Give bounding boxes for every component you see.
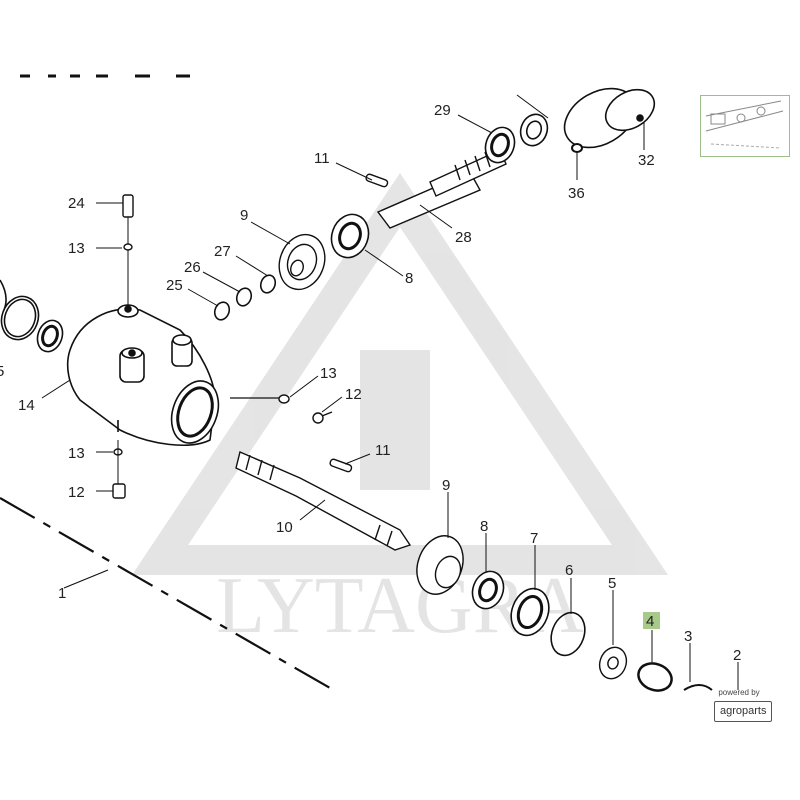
bevel-gear-lower <box>416 535 464 595</box>
callout-13-a[interactable]: 13 <box>68 240 85 257</box>
callout-9-lower[interactable]: 9 <box>442 477 450 494</box>
callouts: 29 32 11 36 24 9 28 13 27 26 8 25 14 5 1… <box>0 102 741 664</box>
shaft-upper <box>376 149 507 229</box>
left-fittings <box>112 194 134 499</box>
callout-27[interactable]: 27 <box>214 243 231 260</box>
callout-2[interactable]: 2 <box>733 647 741 664</box>
callout-14[interactable]: 14 <box>18 397 35 414</box>
callout-36[interactable]: 36 <box>568 185 585 202</box>
key-lower <box>329 458 353 473</box>
callout-3[interactable]: 3 <box>684 628 692 645</box>
middle-bolt <box>278 394 333 424</box>
callout-24[interactable]: 24 <box>68 195 85 212</box>
callout-29[interactable]: 29 <box>434 102 451 119</box>
watermark: LYTAGRA <box>131 172 669 650</box>
bearing-upper <box>330 213 370 259</box>
thumbnail-drawing <box>705 100 784 149</box>
callout-4-highlight[interactable]: 4 <box>643 612 660 630</box>
callout-1[interactable]: 1 <box>58 585 66 602</box>
bearing-lower <box>471 570 505 610</box>
callout-28[interactable]: 28 <box>455 229 472 246</box>
leader-lines <box>41 94 739 690</box>
seal-7 <box>510 587 550 637</box>
ring-3 <box>683 684 713 691</box>
callout-5[interactable]: 5 <box>608 575 616 592</box>
callout-26[interactable]: 26 <box>184 259 201 276</box>
washer-36 <box>571 143 583 153</box>
callout-8-lower[interactable]: 8 <box>480 518 488 535</box>
callout-7[interactable]: 7 <box>530 530 538 547</box>
bevel-gear-upper <box>278 233 326 291</box>
callout-11-lower[interactable]: 11 <box>375 442 391 459</box>
powered-by-label: powered by <box>718 688 760 697</box>
agroparts-badge[interactable]: agroparts <box>714 701 773 722</box>
nut <box>519 113 549 147</box>
callout-6[interactable]: 6 <box>565 562 573 579</box>
washers-upper <box>213 274 277 321</box>
callout-25[interactable]: 25 <box>166 277 183 294</box>
gearbox-housing <box>66 304 220 446</box>
callout-11-upper[interactable]: 11 <box>314 150 330 167</box>
overview-thumbnail[interactable] <box>700 95 790 157</box>
key-upper <box>365 173 389 188</box>
axis-line <box>0 497 331 689</box>
callout-8-upper[interactable]: 8 <box>405 270 413 287</box>
cover-32 <box>563 87 656 149</box>
callout-13-c[interactable]: 13 <box>68 445 85 462</box>
callout-32[interactable]: 32 <box>638 152 655 169</box>
callout-4[interactable]: 4 <box>646 613 654 630</box>
leader-1 <box>63 569 109 589</box>
ring-4 <box>637 662 673 692</box>
callout-12-a[interactable]: 12 <box>345 386 362 403</box>
callout-10[interactable]: 10 <box>276 519 293 536</box>
left-seals <box>0 279 64 353</box>
washer-5 <box>598 646 628 680</box>
callout-13-b[interactable]: 13 <box>320 365 337 382</box>
callout-12-b[interactable]: 12 <box>68 484 85 501</box>
oring-6 <box>550 611 586 657</box>
callout-15[interactable]: 5 <box>0 363 4 380</box>
bearing-29 <box>484 126 516 164</box>
callout-9-upper[interactable]: 9 <box>240 207 248 224</box>
